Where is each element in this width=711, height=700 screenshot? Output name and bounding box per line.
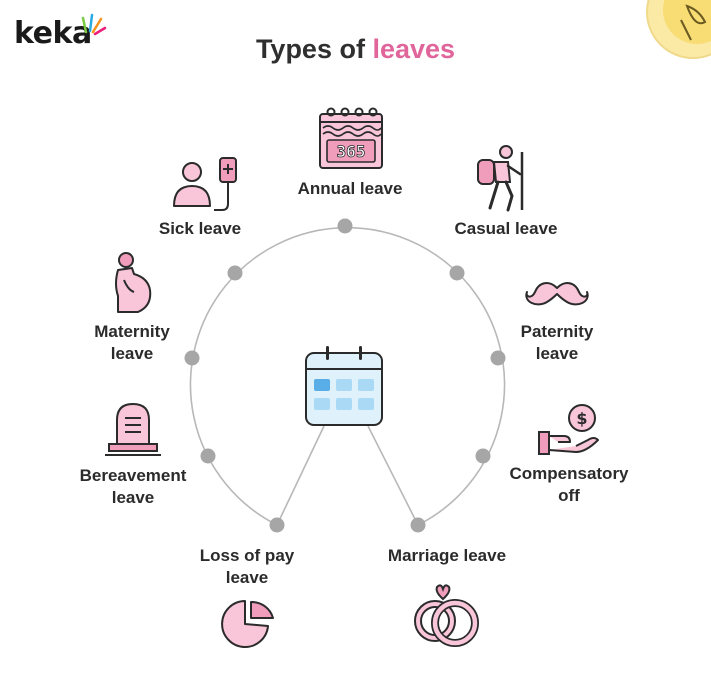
title-highlight: leaves [372,34,456,64]
title-prefix: Types of [255,34,365,64]
ring-dot-casual [449,265,465,281]
mustache-icon [525,282,589,306]
ring-dot-maternity [184,350,200,366]
label-annual: Annual leave [297,179,403,198]
label-sick: Sick leave [158,219,242,238]
svg-text:$: $ [576,409,587,428]
ring-dot-lop [269,517,285,533]
ring-dot-annual [337,218,353,234]
hand-coin-icon: $ [538,404,599,455]
label-maternity: Maternity leave [94,322,170,363]
ring-dot-marriage [410,517,426,533]
logo-rays-icon [81,13,107,36]
patient-iv-icon [173,157,237,211]
label-paternity: Paternity leave [520,322,594,363]
calendar-number: 365 [337,142,366,161]
label-marriage: Marriage leave [387,546,507,565]
page-title: Types of leaves [0,34,711,65]
tombstone-icon [105,402,161,456]
corner-sun-icon [646,0,711,59]
calendar-365-icon: 365 [319,107,383,169]
label-casual: Casual leave [454,219,558,238]
ring-dot-compensatory [475,448,491,464]
ring-dot-bereavement [200,448,216,464]
label-bereavement: Bereavement leave [79,466,187,507]
pregnant-woman-icon [115,252,152,313]
pie-chart-icon [221,600,274,648]
label-compensatory: Compensatory off [509,464,629,505]
brand-logo: keka [14,16,92,51]
label-lop: Loss of pay leave [199,546,295,587]
center-calendar-icon [305,346,383,426]
ring-dot-paternity [490,350,506,366]
ring-dot-sick [227,265,243,281]
hiker-icon [477,145,524,212]
rings-icon [414,584,479,647]
